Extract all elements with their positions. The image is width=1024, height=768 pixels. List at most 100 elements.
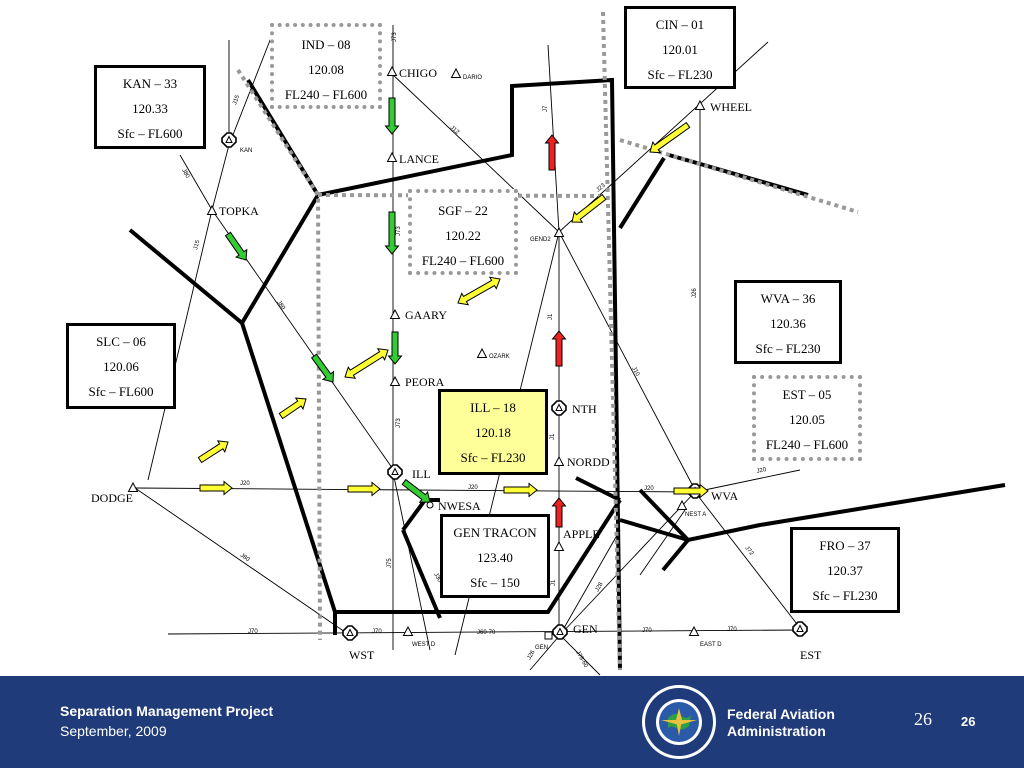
fix-label-nesta: NEST A <box>685 512 706 518</box>
traffic-arrow <box>387 331 403 365</box>
airway-label: J26 <box>527 649 537 661</box>
fix-label-wva: WVA <box>711 489 738 503</box>
sector-box-slc: SLC – 06 120.06 Sfc – FL600 <box>66 323 176 409</box>
traffic-arrow <box>457 276 501 306</box>
airway-label: J28 <box>595 581 605 593</box>
airway-label: J20 <box>756 467 767 475</box>
airway-label: J73 <box>396 226 402 236</box>
sector-frequency: 120.01 <box>662 42 698 57</box>
sector-box-sgf: SGF – 22 120.22 FL240 – FL600 <box>408 189 518 275</box>
fix-label-gend2: GEND2 <box>530 237 551 243</box>
sector-frequency: 120.37 <box>827 563 863 578</box>
sector-altitude: Sfc – FL230 <box>460 450 526 465</box>
airway-label: J15 <box>232 94 241 106</box>
sector-name: GEN TRACON <box>453 525 537 540</box>
traffic-arrow <box>571 193 607 223</box>
fix-label-gen-small: GEN <box>535 645 548 651</box>
airway-label: J73-60 <box>574 650 589 669</box>
fix-label-gen: GEN <box>573 622 598 636</box>
traffic-arrow <box>401 478 431 503</box>
traffic-arrow <box>544 134 560 171</box>
sector-box-gen-tracon: GEN TRACON 123.40 Sfc – 150 <box>440 514 550 598</box>
airway-label: J30 <box>432 572 442 584</box>
sector-name: SGF – 22 <box>438 203 488 218</box>
page-number: 26 <box>914 709 932 729</box>
sector-box-ind: IND – 08 120.08 FL240 – FL600 <box>270 23 382 109</box>
sector-frequency: 120.36 <box>770 316 806 331</box>
sector-altitude: FL240 – FL600 <box>765 437 849 452</box>
agency-name-line1: Federal Aviation <box>727 706 835 722</box>
sector-altitude: Sfc – 150 <box>470 575 520 590</box>
sector-name: EST – 05 <box>782 387 832 402</box>
airway-label: J1 <box>550 433 556 440</box>
traffic-arrow <box>649 121 691 154</box>
fix-label-nth: NTH <box>572 402 597 416</box>
sector-box-fro: FRO – 37 120.37 Sfc – FL230 <box>790 527 900 613</box>
airway-label: J73 <box>392 32 398 42</box>
fix-label-est: EST <box>800 648 822 662</box>
sector-altitude: Sfc – FL600 <box>88 384 154 399</box>
traffic-arrow <box>224 231 248 261</box>
sector-frequency: 120.06 <box>103 359 139 374</box>
footer-bar: Separation Management Project September,… <box>0 676 1024 768</box>
traffic-arrow <box>673 483 709 499</box>
traffic-arrow <box>199 480 233 496</box>
agency-name-line2: Administration <box>727 723 826 739</box>
airway-label: J73 <box>396 418 402 428</box>
sector-name: SLC – 06 <box>96 334 146 349</box>
sector-altitude: Sfc – FL230 <box>812 588 878 603</box>
airway-label: J1 <box>548 313 554 320</box>
airway-label: J75 <box>387 558 393 568</box>
sector-frequency: 120.18 <box>475 425 511 440</box>
traffic-arrows <box>197 97 709 528</box>
sector-name: WVA – 36 <box>760 291 816 306</box>
page-number-bold: 26 <box>961 714 976 729</box>
fix-label-ozark: OZARK <box>489 354 510 360</box>
sector-box-wva: WVA – 36 120.36 Sfc – FL230 <box>734 280 842 364</box>
sector-frequency: 123.40 <box>477 550 513 565</box>
airway-label: J72 <box>743 545 754 557</box>
fix-label-ill: ILL <box>412 467 431 481</box>
fix-label-chigo: CHIGO <box>399 66 437 80</box>
sector-box-cin: CIN – 01 120.01 Sfc – FL230 <box>624 6 736 89</box>
airway-label: J15 <box>193 239 201 251</box>
fix-label-nwesa: NWESA <box>438 499 481 513</box>
project-title: Separation Management Project <box>60 703 274 719</box>
airway-label: J26 <box>692 288 698 298</box>
fix-label-eastd: EAST D <box>700 642 722 648</box>
sector-box-ill: ILL – 18 120.18 Sfc – FL230 <box>438 389 548 475</box>
faa-seal-icon <box>642 685 716 759</box>
airway-label: J70 <box>372 629 382 635</box>
fix-markers <box>128 66 808 641</box>
traffic-arrow <box>310 353 335 383</box>
sector-box-est: EST – 05 120.05 FL240 – FL600 <box>752 375 862 461</box>
project-date: September, 2009 <box>60 723 167 739</box>
airway-label: J70 <box>727 627 737 633</box>
airway-label: J23 <box>595 182 607 193</box>
fix-label-wheel: WHEEL <box>710 100 752 114</box>
sector-frequency: 120.08 <box>308 62 344 77</box>
fix-label-apple: APPLE <box>563 527 600 541</box>
airway-label: J80 <box>180 168 190 180</box>
traffic-arrow <box>551 497 567 528</box>
fix-label-westd: WEST D <box>412 642 436 648</box>
fix-label-lance: LANCE <box>399 152 439 166</box>
fix-label-gaary: GAARY <box>405 308 447 322</box>
traffic-arrow <box>278 397 307 420</box>
fix-label-wst: WST <box>349 648 375 662</box>
fix-label-dario: DARIO <box>463 75 482 81</box>
fix-label-dodge: DODGE <box>91 491 133 505</box>
airway-label: J20 <box>240 481 250 487</box>
traffic-arrow <box>384 97 400 135</box>
sector-altitude: FL240 – FL600 <box>284 87 368 102</box>
sector-altitude: Sfc – FL230 <box>755 341 821 356</box>
fix-label-peora: PEORA <box>405 375 445 389</box>
airway-label: J70 <box>642 628 652 634</box>
sector-name: ILL – 18 <box>470 400 516 415</box>
sector-name: KAN – 33 <box>122 76 178 91</box>
airway-label: J7 <box>543 105 549 112</box>
sector-altitude: FL240 – FL600 <box>421 253 505 268</box>
airway-label: J80 <box>239 553 251 564</box>
traffic-arrow <box>551 330 567 367</box>
sector-frequency: 120.22 <box>445 228 481 243</box>
